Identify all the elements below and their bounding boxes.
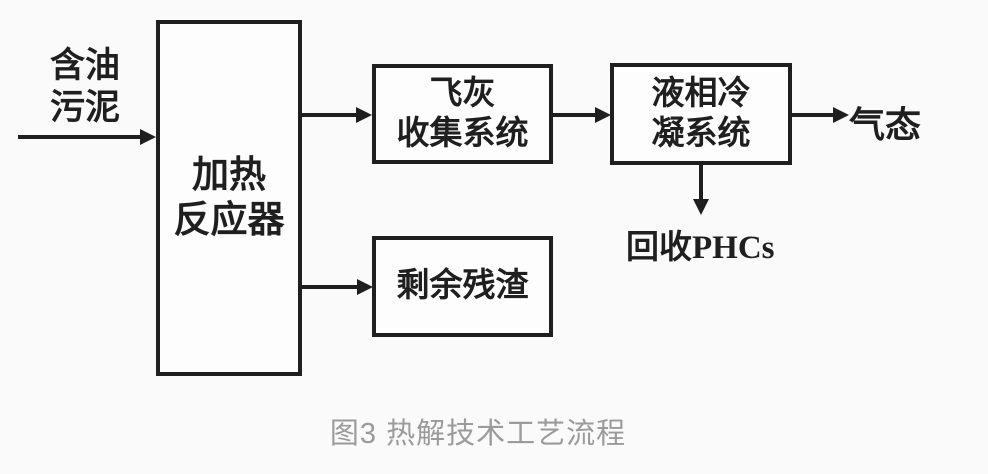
arrowhead-right-icon	[595, 107, 611, 123]
arrow-condensation-to-phcs	[693, 165, 709, 215]
arrow-flyash-to-condensation	[553, 107, 611, 123]
condensation-system-label: 液相冷 凝系统	[651, 75, 751, 152]
arrowhead-right-icon	[356, 107, 372, 123]
arrow-reactor-to-residue	[302, 279, 373, 295]
fly-ash-system-box: 飞灰 收集系统	[372, 64, 553, 164]
arrowhead-right-icon	[833, 107, 849, 123]
arrow-shaft	[699, 165, 703, 202]
gas-output-label: 气态	[849, 105, 922, 145]
arrow-condensation-to-gas	[792, 107, 849, 123]
figure-caption: 图3 热解技术工艺流程	[329, 418, 627, 450]
residue-box: 剩余残渣	[372, 236, 553, 337]
arrow-shaft	[792, 113, 836, 117]
condensation-system-box: 液相冷 凝系统	[610, 63, 792, 165]
arrowhead-down-icon	[693, 199, 709, 215]
arrow-reactor-to-flyash	[302, 107, 372, 123]
arrowhead-right-icon	[357, 279, 373, 295]
reactor-label: 加热 反应器	[173, 154, 285, 241]
reactor-box: 加热 反应器	[156, 20, 302, 376]
fly-ash-system-label: 飞灰 收集系统	[396, 75, 529, 152]
arrow-shaft	[302, 113, 359, 117]
arrow-input-to-reactor	[18, 129, 156, 145]
arrow-shaft	[302, 285, 360, 289]
arrow-shaft	[553, 113, 598, 117]
input-material-label: 含油 污泥	[49, 46, 120, 127]
arrowhead-right-icon	[140, 129, 156, 145]
residue-label: 剩余残渣	[396, 268, 529, 305]
arrow-shaft	[18, 135, 143, 139]
recovered-phcs-label: 回收PHCs	[626, 230, 775, 266]
